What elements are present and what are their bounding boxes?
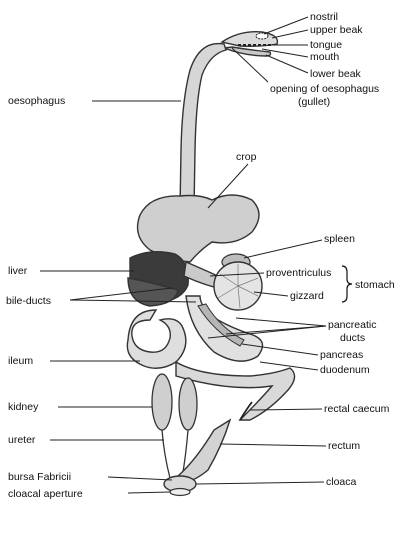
leader-lower-beak: [265, 54, 309, 74]
label-spleen: spleen: [324, 233, 355, 245]
leader-pancreas: [241, 343, 319, 356]
label-stomach: stomach: [355, 279, 395, 291]
label-cloacal-aperture: cloacal aperture: [8, 488, 83, 500]
leader-mouth: [261, 48, 309, 58]
intestine-tract: [175, 360, 296, 421]
label-rectal-caecum: rectal caecum: [324, 403, 390, 415]
right-kidney: [178, 377, 198, 431]
nostril-shape: [255, 32, 269, 40]
gizzard-texture: [217, 264, 259, 309]
stomach-brace: [341, 265, 353, 303]
label-gullet-opening-2: (gullet): [298, 96, 330, 108]
leader-cloacal-aperture: [127, 491, 171, 494]
label-lower-beak: lower beak: [310, 68, 362, 80]
label-bile-ducts: bile-ducts: [6, 295, 51, 307]
label-bursa-fabricii: bursa Fabricii: [8, 471, 71, 483]
label-gullet-opening-1: opening of oesophagus: [270, 83, 379, 95]
leader-rectum: [219, 443, 327, 447]
label-crop: crop: [236, 151, 257, 163]
label-rectum: rectum: [328, 440, 360, 452]
label-ileum: ileum: [8, 355, 33, 367]
leader-lines: [40, 16, 327, 494]
leader-gizzard: [253, 291, 289, 297]
label-gizzard: gizzard: [290, 290, 324, 302]
oesophagus-tube: [179, 42, 227, 211]
leader-upper-beak: [271, 29, 309, 39]
label-cloaca: cloaca: [326, 476, 357, 488]
leader-pancreatic-3: [207, 325, 327, 339]
labels: nostril upper beak tongue mouth lower be…: [6, 11, 395, 500]
leader-proventriculus: [209, 272, 265, 277]
label-pancreatic-ducts-2: ducts: [340, 332, 365, 344]
label-nostril: nostril: [310, 11, 338, 23]
leader-crop: [207, 163, 249, 209]
leader-spleen: [243, 239, 323, 259]
leader-bile-duct-1: [69, 287, 173, 301]
leader-rectal-caecum: [249, 408, 323, 411]
left-kidney: [151, 373, 173, 431]
ileum-coils: [126, 309, 187, 369]
label-mouth: mouth: [310, 51, 339, 63]
label-upper-beak: upper beak: [310, 24, 363, 36]
liver-lower-lobe: [127, 277, 179, 307]
label-pancreatic-ducts-1: pancreatic: [328, 319, 376, 331]
cloacal-aperture-shape: [169, 487, 191, 497]
leader-nostril: [263, 16, 309, 35]
label-ureter: ureter: [8, 434, 36, 446]
leader-bursa: [107, 476, 173, 481]
ureter-left: [161, 429, 171, 479]
label-proventriculus: proventriculus: [266, 267, 331, 279]
label-oesophagus: oesophagus: [8, 95, 65, 107]
label-tongue: tongue: [310, 39, 342, 51]
leader-pancreatic-1: [235, 317, 327, 327]
leader-cloaca: [195, 481, 325, 485]
leader-bile-duct-2: [69, 299, 197, 303]
leader-gullet: [231, 47, 269, 83]
label-pancreas: pancreas: [320, 349, 363, 361]
label-kidney: kidney: [8, 401, 39, 413]
rectal-caecum: [239, 401, 253, 421]
label-liver: liver: [8, 265, 28, 277]
leader-duodenum: [259, 361, 319, 371]
beak-illustration: [220, 31, 279, 57]
label-duodenum: duodenum: [320, 364, 370, 376]
lower-beak-shape: [223, 46, 272, 57]
